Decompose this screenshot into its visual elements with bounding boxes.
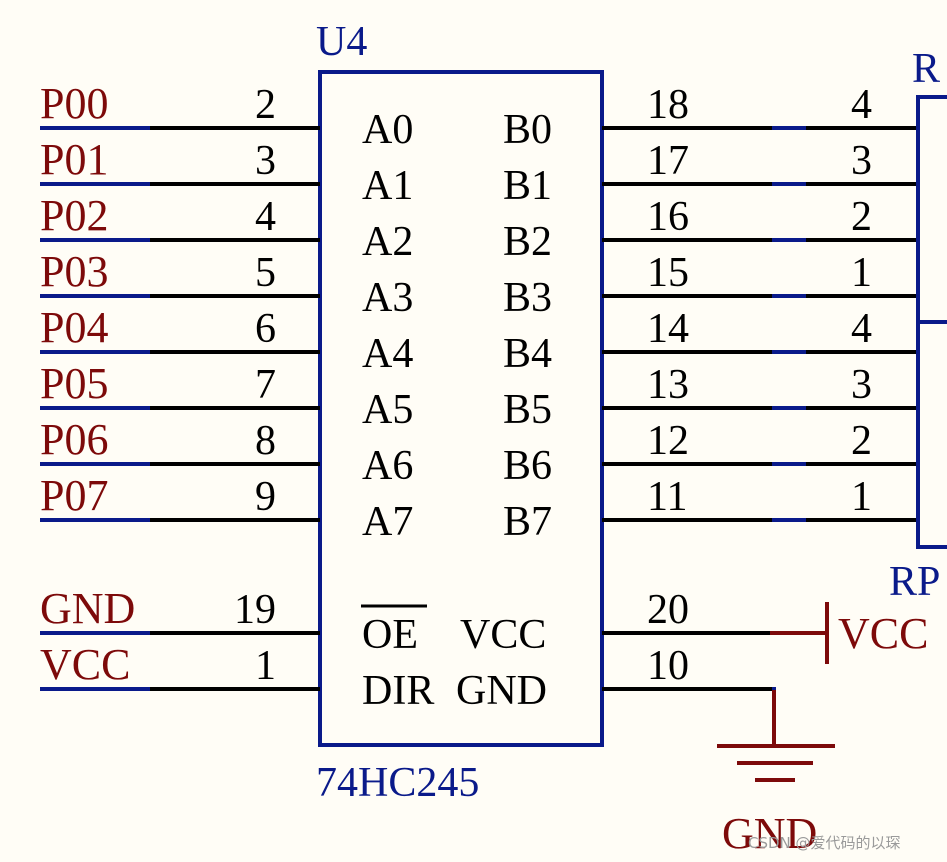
net-label: P00 [40, 79, 108, 128]
pin-name: GND [456, 668, 547, 714]
net-label: VCC [40, 640, 130, 689]
pin-number: 20 [647, 587, 689, 633]
pin-name: A7 [362, 499, 413, 545]
net-label: P07 [40, 471, 108, 520]
net-label: P06 [40, 415, 108, 464]
resistor-pack-upper [916, 95, 947, 324]
pin-number: 16 [647, 194, 689, 240]
pin-name: B0 [503, 107, 552, 153]
pin-name: B1 [503, 163, 552, 209]
pin-number: 5 [255, 250, 276, 296]
pin-number: 14 [647, 306, 689, 352]
pin-name: DIR [362, 668, 434, 714]
pin-name: B7 [503, 499, 552, 545]
net-label: P03 [40, 247, 108, 296]
pin-name: B6 [503, 443, 552, 489]
pin-name: A3 [362, 275, 413, 321]
pin-number: 6 [255, 306, 276, 352]
left-pin-0: P00 2A0 [40, 79, 413, 153]
pin-number: 17 [647, 138, 689, 184]
rp-pin-number: 1 [851, 474, 872, 520]
left-pin-3: P03 5A3 [40, 247, 413, 321]
pin-number: 18 [647, 82, 689, 128]
pin-name: A4 [362, 331, 413, 377]
rp-pin-number: 4 [851, 306, 872, 352]
pin-number: 4 [255, 194, 276, 240]
net-label: P04 [40, 303, 108, 352]
pin-number: 10 [647, 643, 689, 689]
rp-pin-number: 1 [851, 250, 872, 296]
pin-name: A1 [362, 163, 413, 209]
resistor-pack-label-top: R [912, 46, 940, 92]
right-pins: 418B0317B1216B2115B3414B4313B5212B6111B7… [456, 82, 918, 714]
rp-pin-number: 2 [851, 194, 872, 240]
left-pin-4: P04 6A4 [40, 303, 413, 377]
pin-name: A0 [362, 107, 413, 153]
net-label: P05 [40, 359, 108, 408]
pin-name: A6 [362, 443, 413, 489]
pin-name: A5 [362, 387, 413, 433]
pin-name: OE [362, 612, 418, 658]
net-label: P02 [40, 191, 108, 240]
rp-pin-number: 2 [851, 418, 872, 464]
vcc-port-label: VCC [838, 609, 928, 658]
pin-name: B5 [503, 387, 552, 433]
chip-designator: U4 [316, 19, 367, 65]
pin-number: 1 [255, 643, 276, 689]
pin-number: 15 [647, 250, 689, 296]
pin-name: A2 [362, 219, 413, 265]
resistor-pack-lower [916, 320, 947, 549]
net-label: GND [40, 584, 135, 633]
rp-pin-number: 3 [851, 362, 872, 408]
left-pin-7: P07 9A7 [40, 471, 413, 545]
pin-name: B2 [503, 219, 552, 265]
pin-number: 13 [647, 362, 689, 408]
rp-pin-number: 3 [851, 138, 872, 184]
rp-pin-number: 4 [851, 82, 872, 128]
pin-name: VCC [460, 612, 546, 658]
net-label: P01 [40, 135, 108, 184]
resistor-pack-label-bottom: RP [889, 559, 940, 605]
pin-number: 3 [255, 138, 276, 184]
pin-number: 9 [255, 474, 276, 520]
left-pin-6: P06 8A6 [40, 415, 413, 489]
left-pin-2: P02 4A2 [40, 191, 413, 265]
pin-number: 11 [647, 474, 687, 520]
pin-number: 8 [255, 418, 276, 464]
pin-number: 7 [255, 362, 276, 408]
watermark-text: CSDN @爱代码的以琛 [748, 834, 901, 852]
pin-name: B3 [503, 275, 552, 321]
left-pin-1: P01 3A1 [40, 135, 413, 209]
pin-number: 19 [234, 587, 276, 633]
pin-number: 12 [647, 418, 689, 464]
chip-part-number: 74HC245 [316, 760, 479, 806]
pin-name: B4 [503, 331, 552, 377]
pin-number: 2 [255, 82, 276, 128]
left-pin-5: P05 7A5 [40, 359, 413, 433]
gnd-port-label: GND [722, 809, 817, 858]
